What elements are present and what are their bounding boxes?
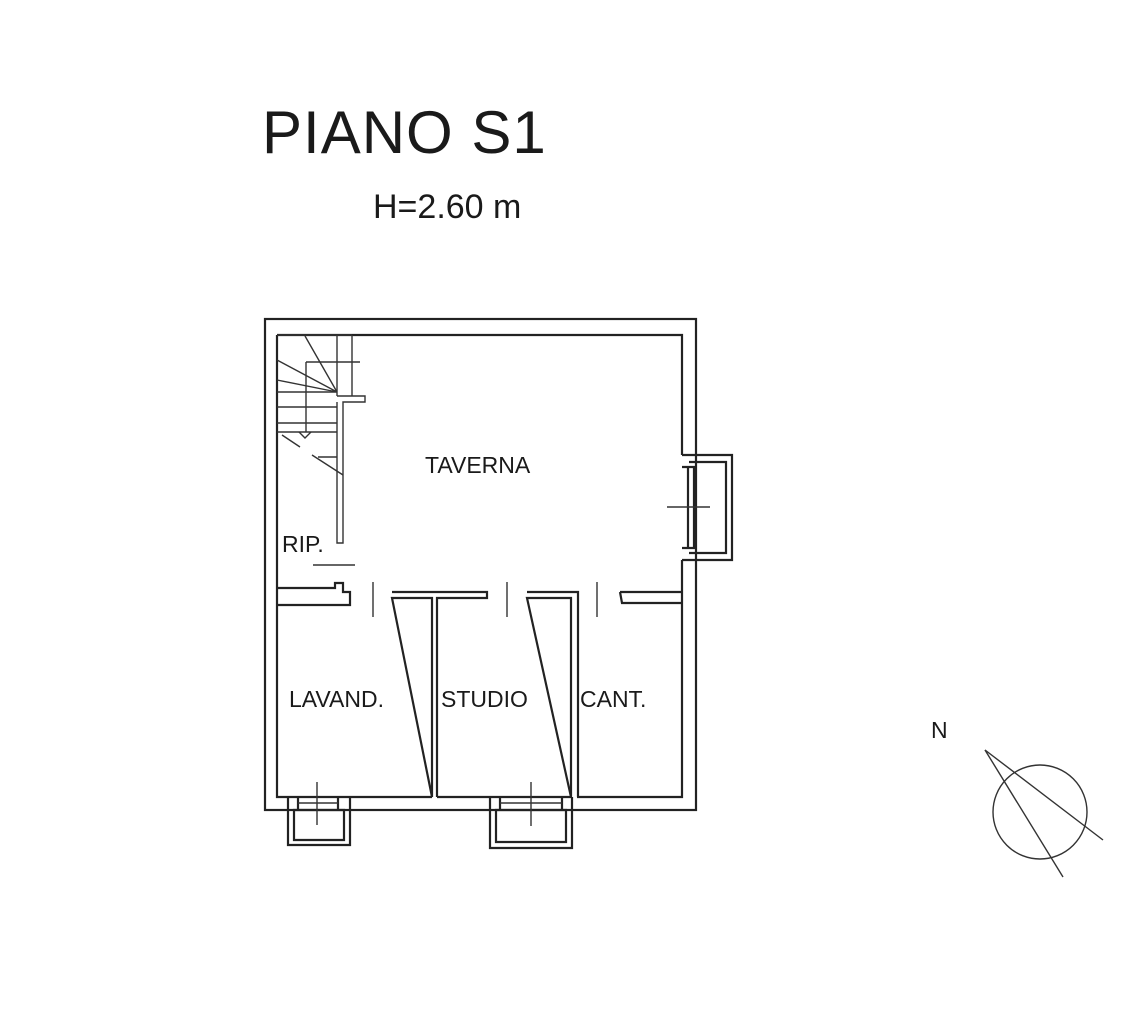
room-label-taverna: TAVERNA [425,452,531,478]
outer-walls [263,317,698,812]
north-label: N [931,717,948,743]
north-arrow-icon: N [931,717,1104,878]
room-label-rip: RIP. [282,531,324,557]
interior-walls [277,564,682,798]
ceiling-height: H=2.60 m [373,188,522,226]
windows [286,453,734,850]
plan-title: PIANO S1 [262,99,547,166]
doors [372,582,598,617]
staircase [276,334,366,544]
room-label-studio: STUDIO [441,686,528,712]
room-label-cant: CANT. [580,686,646,712]
room-label-lavand: LAVAND. [289,686,384,712]
